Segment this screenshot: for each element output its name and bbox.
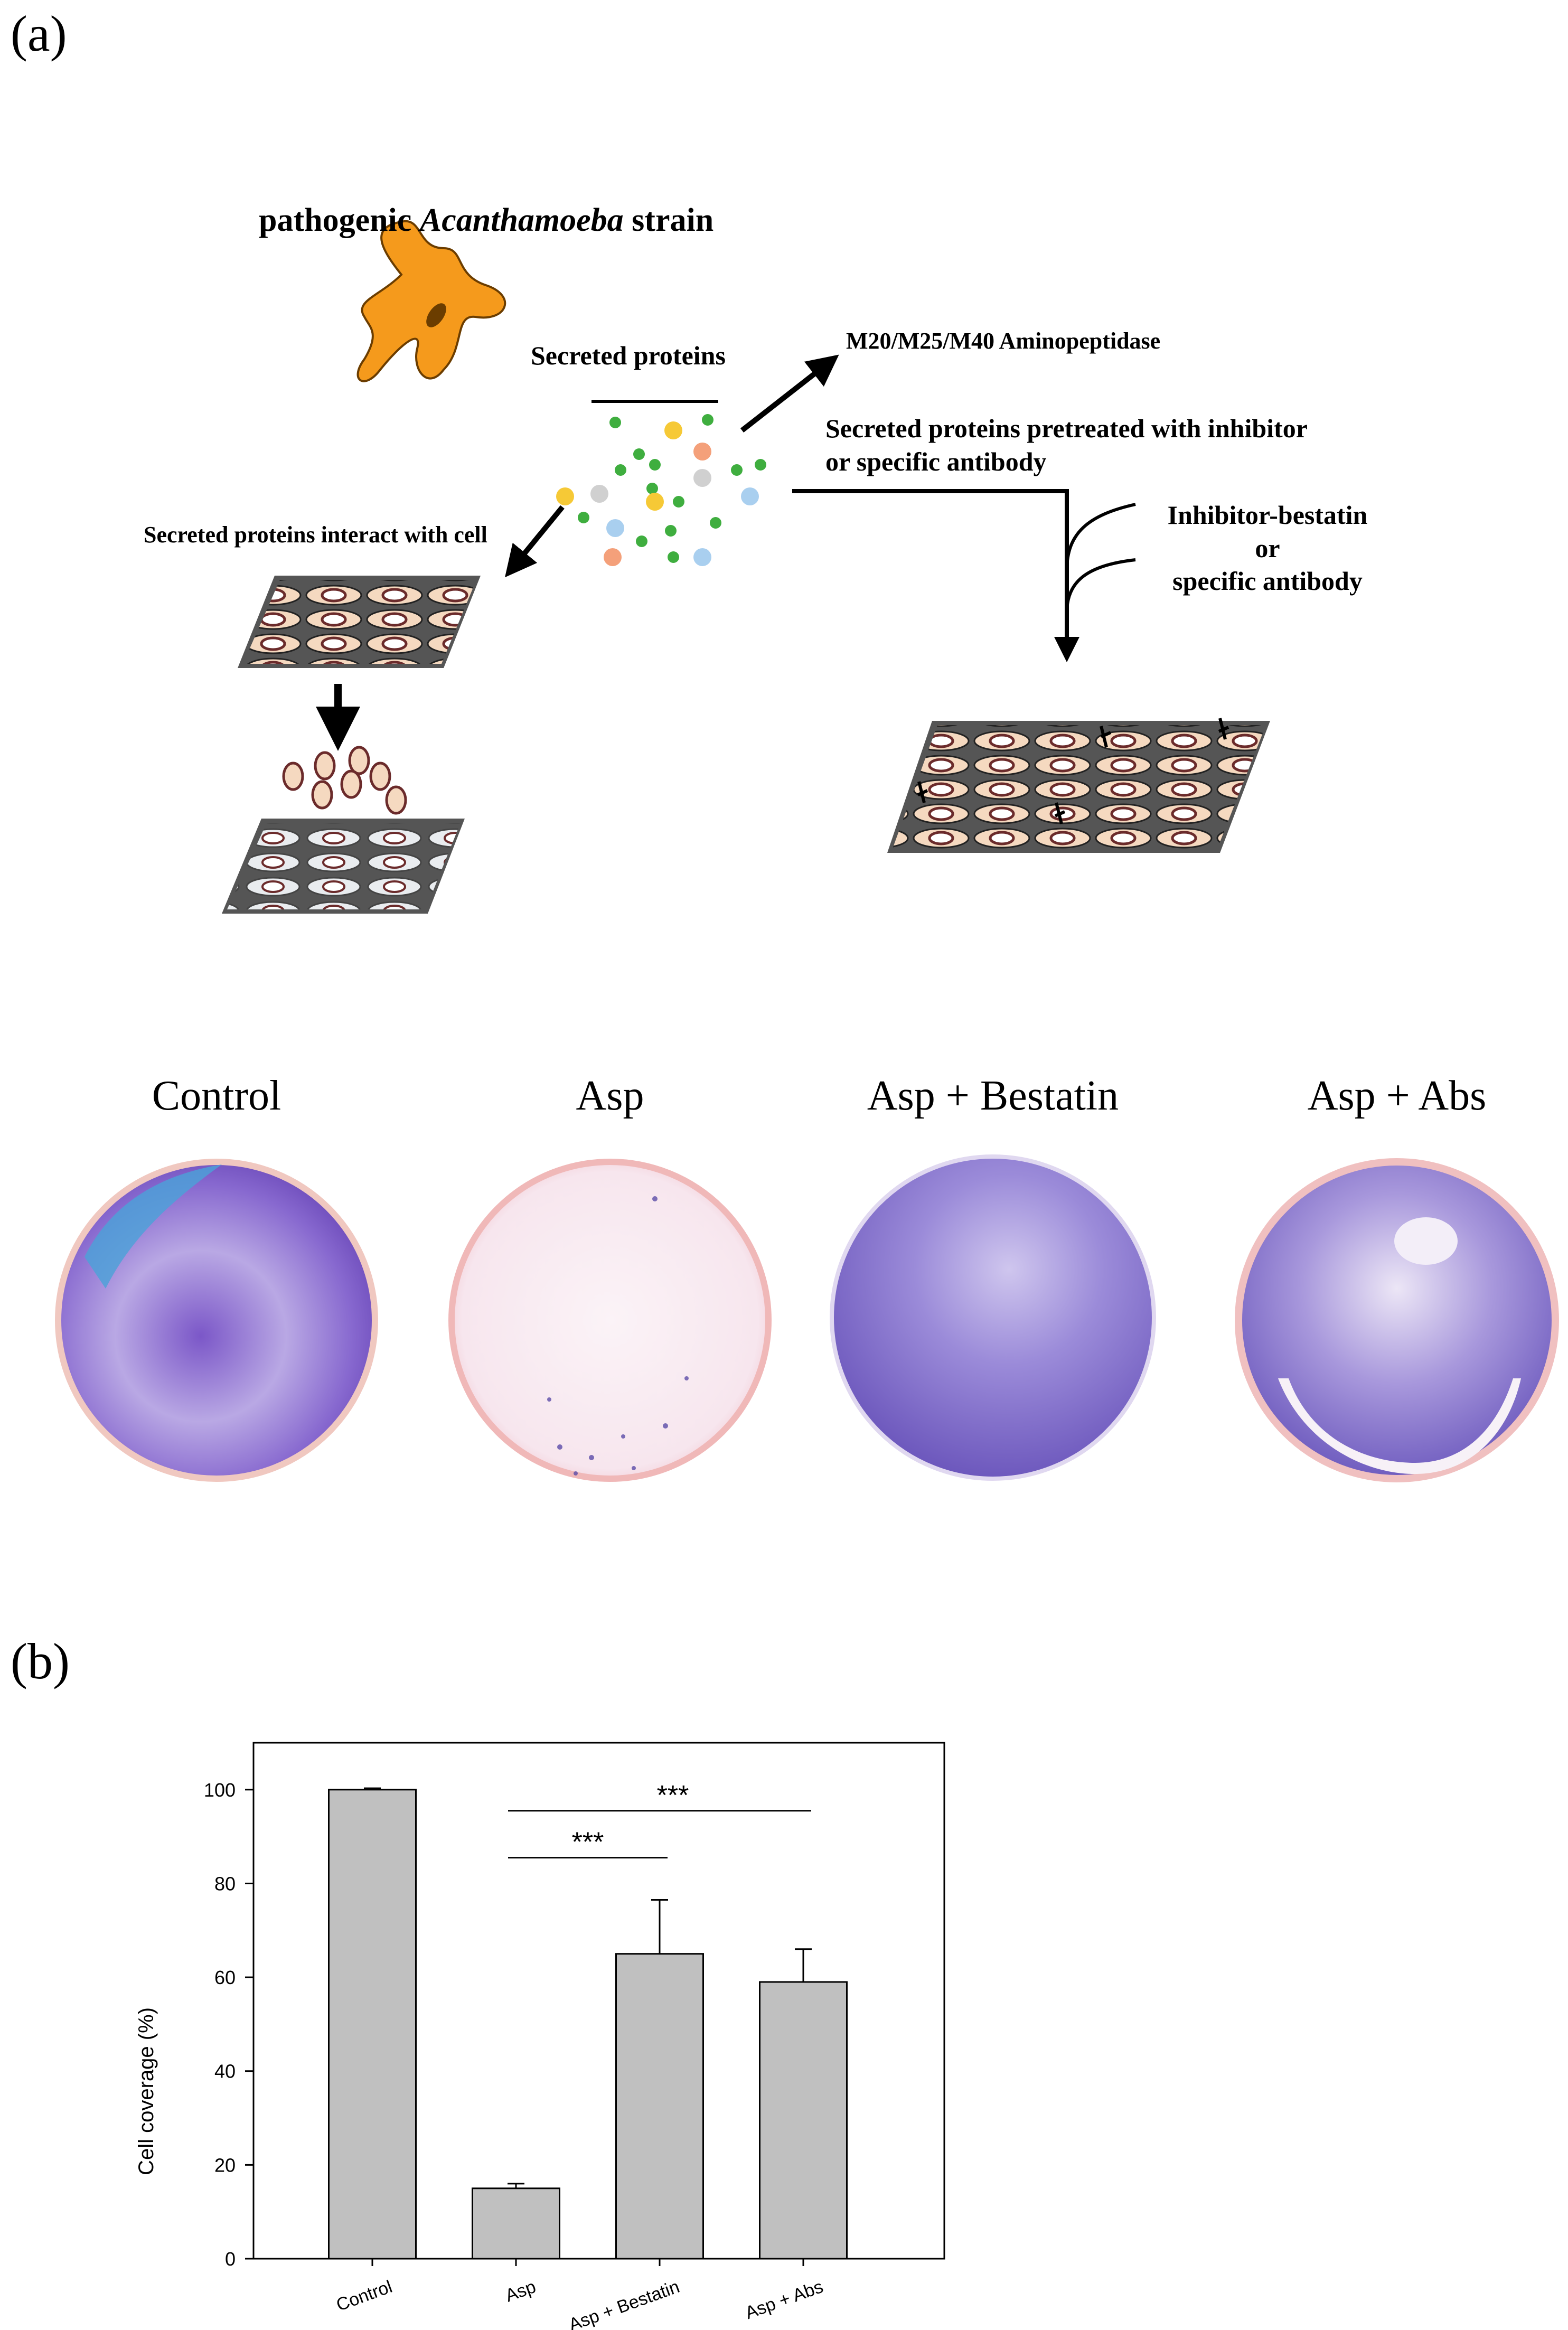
x-tick-label-0: Control [334, 2277, 395, 2315]
dish-asp [448, 1159, 772, 1482]
y-tick-label-0: 0 [225, 2248, 236, 2270]
y-axis-label: Cell coverage (%) [135, 2007, 158, 2175]
schematic-diagram [222, 220, 1270, 914]
dish-label-asp: Asp [576, 1073, 644, 1119]
pretreated-label: Secreted proteins pretreated with inhibi… [825, 414, 1308, 476]
protein-dots [556, 414, 766, 566]
y-tick-label-3: 60 [214, 1967, 236, 1988]
bar-0 [328, 1789, 417, 2260]
x-tick-label-2: Asp + Bestatin [566, 2277, 682, 2330]
dish-label-asp-bestatin: Asp + Bestatin [867, 1073, 1119, 1119]
secreted-proteins-label: Secreted proteins [531, 341, 726, 370]
inhibitor-label: Inhibitor-bestatin or specific antibody [1167, 500, 1368, 596]
diagram-title: pathogenic Acanthamoeba strain [259, 202, 714, 238]
significance-label-0: *** [572, 1827, 604, 1858]
interact-label: Secreted proteins interact with cell [144, 522, 487, 548]
significance-label-1: *** [657, 1780, 689, 1811]
x-tick-label-3: Asp + Abs [743, 2277, 826, 2323]
panel-b-label: (b) [11, 1633, 70, 1689]
x-tick-label-1: Asp [503, 2277, 539, 2306]
panel-a-label: (a) [11, 5, 67, 62]
y-tick-label-2: 40 [214, 2061, 236, 2082]
y-tick-label-5: 100 [204, 1779, 236, 1801]
dish-asp-bestatin [830, 1154, 1156, 1481]
y-tick-label-1: 20 [214, 2154, 236, 2176]
bar-3 [759, 1981, 848, 2260]
stained-dishes [55, 1154, 1559, 1482]
dish-label-control: Control [152, 1073, 281, 1119]
bar-1 [472, 2187, 560, 2260]
detached-cells [282, 746, 407, 815]
amoeba-icon [356, 220, 506, 382]
dish-asp-abs [1235, 1158, 1559, 1482]
bar-2 [615, 1953, 704, 2260]
plot-frame [252, 1742, 945, 2260]
dish-label-asp-abs: Asp + Abs [1307, 1073, 1487, 1119]
aminopeptidase-label: M20/M25/M40 Aminopeptidase [846, 328, 1161, 354]
y-tick-label-4: 80 [214, 1873, 236, 1894]
dish-control [55, 1159, 378, 1482]
